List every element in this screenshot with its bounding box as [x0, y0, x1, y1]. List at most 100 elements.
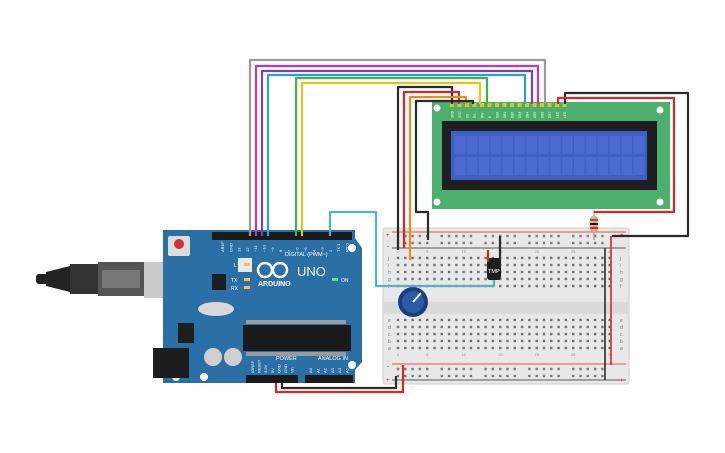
lcd-pin-label-7: DB1	[503, 112, 507, 118]
wire-blue	[266, 73, 527, 236]
digital-pin-label-10: ~5	[303, 247, 308, 252]
power-pin-label-0: IOREF	[250, 360, 255, 373]
power-pin-label-3: 5V	[270, 368, 275, 373]
wire-red-5v	[274, 365, 405, 394]
lcd-pin-label-9: DB3	[518, 112, 522, 118]
row-letter-left-h: h	[388, 270, 391, 276]
lcd-pin-5[interactable]	[487, 103, 492, 107]
power-pin-label-1: RESET	[257, 359, 262, 373]
digital-pin-label-1: GND	[228, 243, 233, 252]
column-number-30-bottom: 30	[607, 352, 612, 357]
analog-header[interactable]	[305, 375, 353, 383]
lcd-pin-9[interactable]	[517, 103, 522, 107]
analog-pin-label-0: A0	[308, 367, 313, 373]
lcd-pin-label-2: V0	[466, 114, 470, 118]
analog-pin-label-1: A1	[315, 367, 320, 373]
tmp-sensor[interactable]	[487, 258, 501, 280]
lcd-pin-2[interactable]	[465, 103, 469, 107]
arduino-uno-board[interactable]	[153, 230, 362, 383]
wire-gray	[248, 58, 547, 236]
row-letter-right-b: b	[620, 339, 623, 345]
wire-green	[294, 76, 489, 236]
wires[interactable]	[248, 58, 690, 394]
row-letter-left-g: g	[388, 277, 391, 283]
row-letter-left-c: c	[388, 332, 391, 338]
lcd-pin-14[interactable]	[555, 103, 559, 107]
lcd-pin-label-5: E	[488, 116, 492, 118]
column-number-25-top: 25	[571, 249, 576, 254]
column-number-1-bottom: 1	[397, 352, 400, 357]
lcd-pin-label-12: DB6	[541, 112, 545, 118]
row-letter-right-a: a	[620, 346, 623, 352]
digital-pin-label-7: 8	[278, 249, 283, 252]
lcd-pin-label-8: DB2	[511, 112, 515, 118]
lcd-pin-1[interactable]	[457, 103, 462, 107]
power-label: POWER	[276, 356, 297, 362]
lcd-pin-10[interactable]	[525, 103, 529, 107]
wire-purple	[260, 69, 534, 236]
usb-cable	[36, 262, 184, 298]
row-letter-right-c: c	[620, 332, 623, 338]
row-letter-left-j: j	[387, 256, 389, 262]
digital-pin-label-9: ~6	[295, 247, 300, 252]
led-tx-label: TX	[231, 278, 238, 284]
wire-black-lcd-gnd	[396, 85, 454, 250]
lcd-pin-8[interactable]	[510, 103, 514, 107]
analog-pin-label-5: A5	[345, 367, 350, 373]
rail-minus-label-bl: -	[387, 364, 389, 370]
row-letter-right-e: e	[620, 318, 623, 324]
lcd-pin-13[interactable]	[547, 103, 552, 107]
row-letter-left-b: b	[388, 339, 391, 345]
resistor[interactable]	[590, 210, 598, 240]
lcd-pin-11[interactable]	[532, 103, 537, 107]
wire-black-led	[563, 91, 690, 238]
column-number-5-bottom: 5	[426, 352, 429, 357]
rail-minus-label-tl: -	[387, 244, 389, 250]
arduino-logo	[256, 261, 289, 279]
led-rx-label: RX	[231, 286, 239, 292]
digital-pin-label-0: AREF	[220, 241, 225, 252]
lcd-pin-label-1: VCC	[458, 111, 462, 118]
column-number-20-bottom: 20	[534, 352, 539, 357]
lcd-pin-3[interactable]	[472, 103, 477, 107]
lcd-pin-12[interactable]	[540, 103, 544, 107]
row-letter-left-a: a	[388, 346, 391, 352]
digital-pin-label-2: 13	[237, 247, 242, 252]
digital-pin-label-5: ~10	[262, 244, 267, 252]
digital-pin-label-11: 4	[311, 249, 316, 252]
tmp-sensor-label: TMP	[488, 269, 500, 275]
power-pin-label-6: Vin	[290, 367, 295, 373]
lcd-pin-4[interactable]	[480, 103, 484, 107]
wire-black-lcd-rw	[414, 99, 475, 240]
potentiometer[interactable]	[398, 287, 428, 317]
digital-pin-label-14: TX 1	[336, 243, 341, 252]
lcd-pin-label-14: LED	[556, 111, 560, 118]
digital-header[interactable]	[212, 232, 352, 240]
row-letter-right-f: f	[620, 284, 622, 290]
rail-plus-label-bl: +	[386, 378, 390, 384]
analog-in-label: ANALOG IN	[318, 356, 348, 362]
digital-pin-label-4: ~11	[253, 245, 258, 252]
digital-pin-label-3: 12	[245, 247, 250, 252]
wire-red-led	[556, 96, 676, 214]
lcd-pin-0[interactable]	[450, 103, 454, 107]
digital-pin-label-12: ~3	[320, 247, 325, 252]
column-number-1-top: 1	[397, 249, 400, 254]
lcd-pin-label-13: DB7	[548, 112, 552, 118]
row-letter-right-j: j	[619, 256, 621, 262]
column-number-10-bottom: 10	[461, 352, 466, 357]
wire-yellow	[300, 81, 482, 236]
column-number-30-top: 30	[607, 249, 612, 254]
analog-pin-label-3: A3	[330, 367, 335, 373]
lcd-pin-6[interactable]	[495, 103, 499, 107]
breadboard[interactable]	[382, 227, 630, 385]
row-letter-right-g: g	[620, 277, 623, 283]
lcd-pin-7[interactable]	[502, 103, 507, 107]
row-letter-left-e: e	[388, 318, 391, 324]
on-led-label: ON	[341, 278, 349, 284]
power-header[interactable]	[246, 375, 298, 383]
digital-pwm-label: DIGITAL (PWM~)	[285, 252, 328, 258]
lcd-pin-15[interactable]	[562, 103, 567, 107]
